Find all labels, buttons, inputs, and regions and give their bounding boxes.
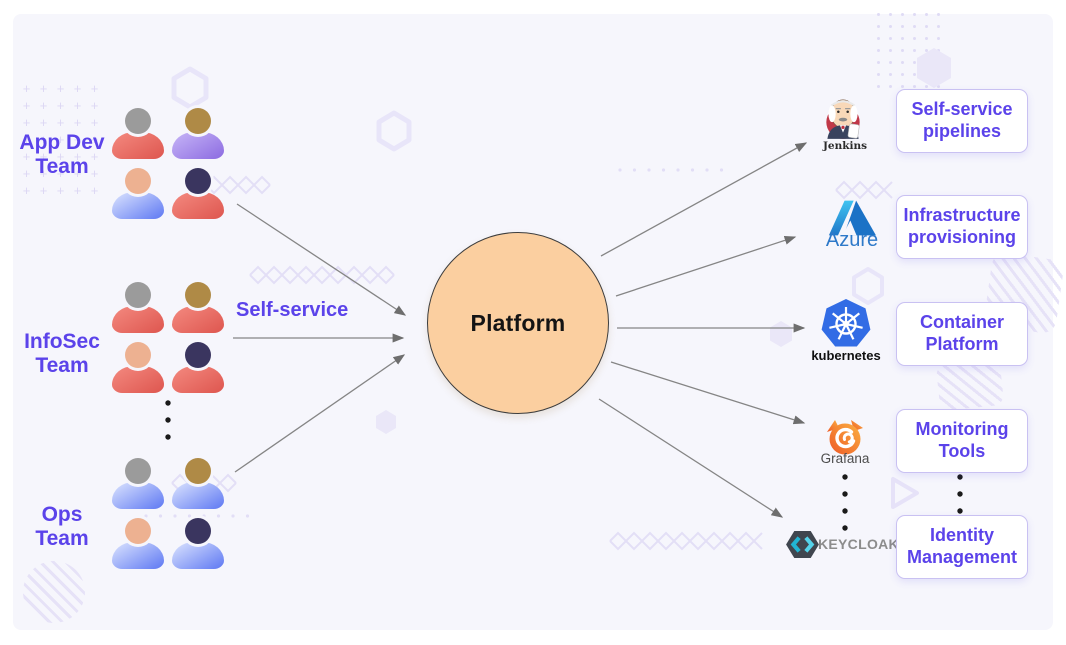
person-head [125, 518, 151, 544]
keycloak-caption: KEYCLOAK [818, 536, 899, 552]
azure-caption: Azure [825, 229, 879, 251]
team-label-line: App Dev [19, 131, 105, 154]
team-members-ops [112, 458, 224, 569]
person-icon [112, 518, 164, 569]
identity-management-box: Identity Management [896, 515, 1028, 579]
dot-grid-decoration [872, 8, 944, 92]
person-body [112, 482, 164, 509]
person-body [172, 192, 224, 219]
person-head [125, 108, 151, 134]
team-members-app-dev [112, 108, 224, 219]
box-line: Container [919, 312, 1004, 333]
platform-label: Platform [470, 309, 566, 336]
person-body [112, 132, 164, 159]
person-body [112, 542, 164, 569]
plus-pattern-decoration: +++++++++++++++++++++++++++++++++++ [22, 81, 99, 198]
person-head [185, 168, 211, 194]
infrastructure-provisioning-box: Infrastructure provisioning [896, 195, 1028, 259]
person-icon [172, 282, 224, 333]
self-service-pipelines-box: Self-service pipelines [896, 89, 1028, 153]
person-head [185, 518, 211, 544]
box-line: provisioning [908, 227, 1016, 247]
jenkins-logo-icon [820, 93, 866, 143]
person-icon [112, 458, 164, 509]
person-head [185, 458, 211, 484]
striped-patch-decoration [935, 358, 1005, 412]
box-line: Tools [938, 441, 986, 461]
box-line: Identity [929, 525, 994, 546]
person-icon [112, 282, 164, 333]
box-line: Infrastructure [903, 205, 1021, 226]
person-body [112, 306, 164, 333]
team-label-line: Team [35, 353, 89, 377]
person-body [172, 366, 224, 393]
person-body [112, 366, 164, 393]
striped-circle-decoration [23, 561, 85, 623]
box-line: Management [906, 547, 1018, 567]
team-label-infosec: InfoSec Team [8, 330, 116, 377]
person-head [185, 342, 211, 368]
grafana-caption: Grafana [820, 451, 870, 466]
person-icon [112, 342, 164, 393]
jenkins-caption: Jenkins [822, 140, 868, 152]
person-icon [172, 342, 224, 393]
kubernetes-caption: kubernetes [811, 348, 881, 363]
person-head [125, 458, 151, 484]
person-head [125, 282, 151, 308]
box-line: Self-service [911, 99, 1013, 120]
person-icon [112, 168, 164, 219]
box-line: pipelines [922, 121, 1002, 141]
person-head [125, 342, 151, 368]
person-body [172, 306, 224, 333]
team-label-ops: Ops Team [8, 503, 116, 550]
team-label-line: Team [35, 526, 89, 550]
team-label-line: Ops [41, 503, 83, 526]
person-body [112, 192, 164, 219]
grafana-logo-icon [825, 417, 865, 457]
person-body [172, 542, 224, 569]
person-body [172, 482, 224, 509]
self-service-arrow-label: Self-service [236, 299, 349, 321]
person-body [172, 132, 224, 159]
kubernetes-logo-icon [818, 298, 874, 352]
team-label-line: Team [35, 154, 89, 178]
team-label-line: InfoSec [24, 330, 100, 353]
platform-node: Platform [427, 232, 609, 414]
person-icon [172, 518, 224, 569]
monitoring-tools-box: Monitoring Tools [896, 409, 1028, 473]
azure-logo-icon [827, 199, 877, 237]
person-icon [172, 168, 224, 219]
team-members-infosec [112, 282, 224, 393]
person-head [125, 168, 151, 194]
person-head [185, 108, 211, 134]
keycloak-logo-icon [786, 530, 819, 559]
box-line: Platform [925, 334, 999, 354]
person-icon [112, 108, 164, 159]
person-head [185, 282, 211, 308]
person-icon [172, 458, 224, 509]
box-line: Monitoring [915, 419, 1009, 440]
container-platform-box: Container Platform [896, 302, 1028, 366]
team-label-app-dev: App Dev Team [8, 131, 116, 178]
person-icon [172, 108, 224, 159]
